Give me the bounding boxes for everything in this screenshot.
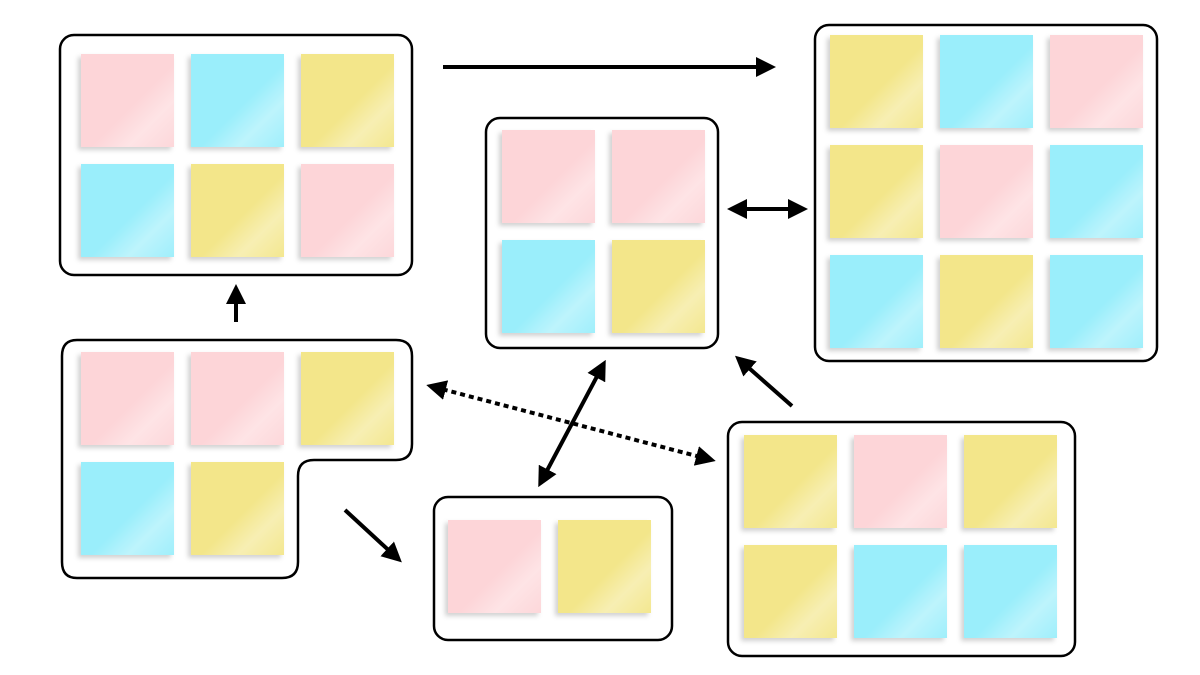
sticky-note-yellow <box>744 545 837 638</box>
sticky-note-yellow <box>301 352 394 445</box>
connector-left-l-shape-to-bottom-right <box>426 380 716 466</box>
sticky-note-yellow <box>940 255 1033 348</box>
sticky-note-blue <box>854 545 947 638</box>
group-bottom-right <box>726 420 1077 658</box>
sticky-note-yellow <box>830 145 923 238</box>
sticky-note-yellow <box>558 520 651 613</box>
sticky-note-pink <box>81 352 174 445</box>
connector-left-l-shape-to-bottom-center <box>343 508 402 563</box>
connector-center-to-bottom-center <box>538 359 606 488</box>
group-bottom-center <box>432 495 674 642</box>
group-right-large <box>813 23 1159 363</box>
sticky-note-pink <box>301 164 394 257</box>
sticky-note-blue <box>81 164 174 257</box>
sticky-note-blue <box>191 54 284 147</box>
sticky-note-blue <box>940 35 1033 128</box>
sticky-note-pink <box>612 130 705 223</box>
sticky-note-yellow <box>191 164 284 257</box>
sticky-note-yellow <box>191 462 284 555</box>
sticky-note-yellow <box>830 35 923 128</box>
sticky-note-pink <box>1050 35 1143 128</box>
connector-bottom-right-to-center <box>735 355 794 408</box>
sticky-note-pink <box>940 145 1033 238</box>
sticky-note-blue <box>830 255 923 348</box>
group-top-left <box>58 33 414 277</box>
sticky-note-blue <box>1050 145 1143 238</box>
sticky-note-yellow <box>301 54 394 147</box>
sticky-note-blue <box>81 462 174 555</box>
sticky-note-pink <box>81 54 174 147</box>
sticky-note-pink <box>191 352 284 445</box>
sticky-note-blue <box>502 240 595 333</box>
group-left-l-shape <box>60 338 414 580</box>
sticky-note-blue <box>1050 255 1143 348</box>
group-layer <box>58 23 1159 658</box>
sticky-note-yellow <box>964 435 1057 528</box>
group-center <box>484 116 720 350</box>
sticky-note-yellow <box>612 240 705 333</box>
sticky-note-blue <box>964 545 1057 638</box>
sticky-note-pink <box>854 435 947 528</box>
connector-layer <box>226 57 808 563</box>
sticky-note-yellow <box>744 435 837 528</box>
sticky-note-pink <box>448 520 541 613</box>
sticky-note-pink <box>502 130 595 223</box>
